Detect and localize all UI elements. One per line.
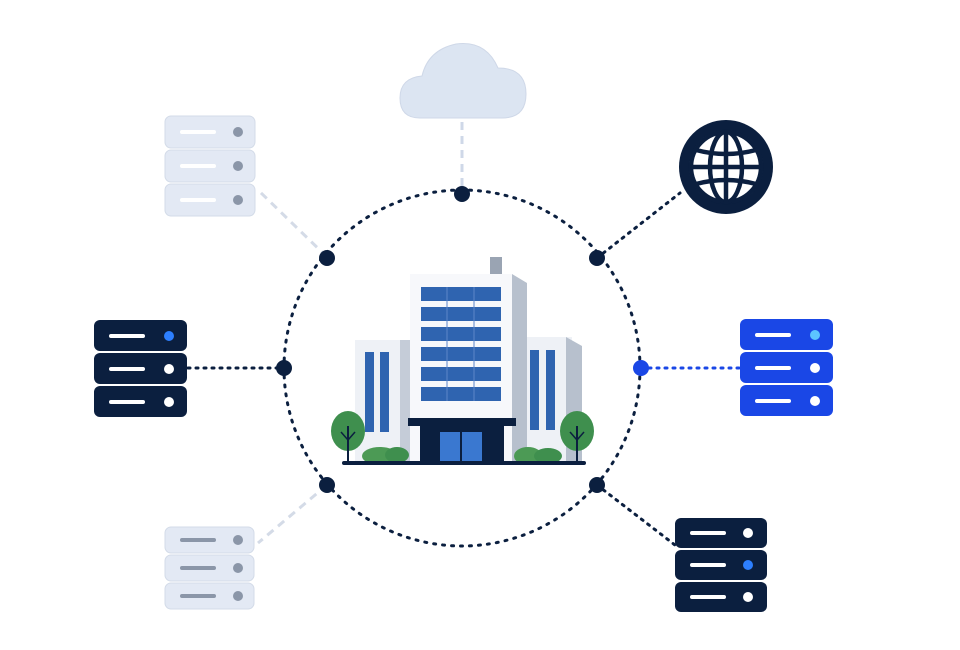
server-rack-icon <box>164 526 255 610</box>
link-server-top-left <box>256 188 329 259</box>
ring-nodes <box>276 186 649 493</box>
office-building-icon <box>331 257 594 465</box>
server-rack-icon <box>675 518 767 612</box>
server-rack-right <box>740 319 833 416</box>
link-server-bottom-right <box>595 483 677 547</box>
ring-node-right <box>633 360 649 376</box>
server-rack-icon <box>94 320 187 417</box>
ring-node-top <box>454 186 470 202</box>
connector-lines <box>186 122 742 547</box>
link-globe <box>595 191 682 260</box>
server-rack-icon <box>740 319 833 416</box>
server-rack-left <box>94 320 187 417</box>
link-server-bottom-left <box>257 483 328 545</box>
server-rack-top-left <box>164 115 256 217</box>
ring-node-left <box>276 360 292 376</box>
cloud-icon <box>399 43 527 119</box>
ring-node-top-right <box>589 250 605 266</box>
ring-node-bottom-left <box>319 477 335 493</box>
ring-node-top-left <box>319 250 335 266</box>
globe-icon <box>679 120 773 214</box>
server-rack-bottom-left <box>164 526 255 610</box>
server-rack-icon <box>164 115 256 217</box>
ring-node-bottom-right <box>589 477 605 493</box>
server-rack-bottom-right <box>675 518 767 612</box>
